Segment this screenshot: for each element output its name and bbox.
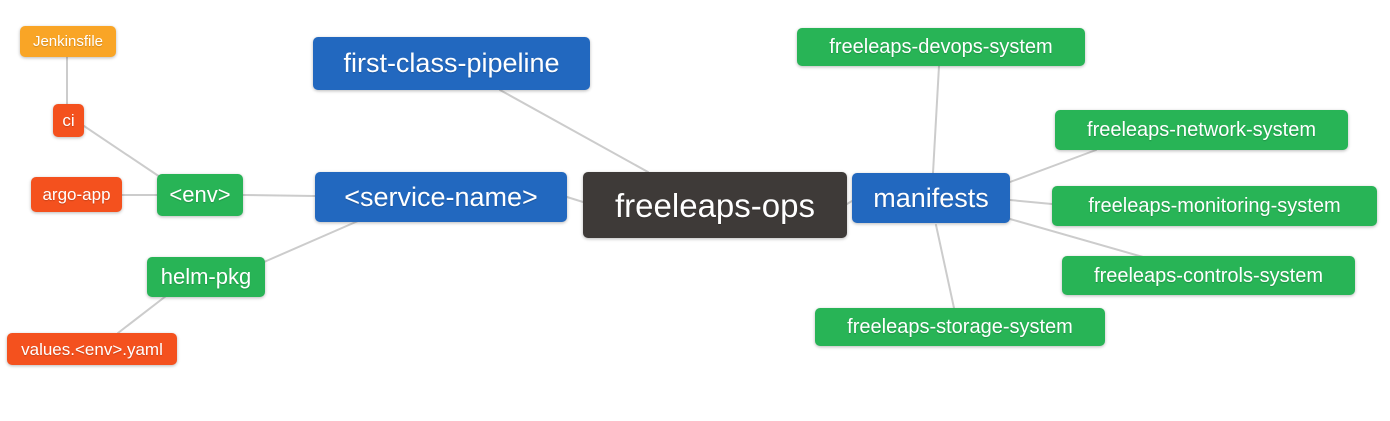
- node-jenkinsfile[interactable]: Jenkinsfile: [20, 26, 116, 57]
- edge-helm-pkg-service-name: [263, 220, 359, 263]
- edge-manifests-freeleaps-devops-system: [932, 65, 940, 174]
- node-values-env-yaml[interactable]: values.<env>.yaml: [7, 333, 177, 365]
- edge-first-class-pipeline-freeleaps-ops: [499, 89, 649, 173]
- node-ci[interactable]: ci: [53, 104, 84, 137]
- node-env[interactable]: <env>: [157, 174, 243, 216]
- node-freeleaps-controls-system[interactable]: freeleaps-controls-system: [1062, 256, 1355, 295]
- node-helm-pkg[interactable]: helm-pkg: [147, 257, 265, 297]
- edge-manifests-freeleaps-storage-system: [935, 224, 955, 309]
- edge-manifests-freeleaps-network-system: [1009, 149, 1097, 183]
- node-service-name[interactable]: <service-name>: [315, 172, 567, 222]
- edge-env-service-name: [242, 194, 316, 197]
- node-freeleaps-network-system[interactable]: freeleaps-network-system: [1055, 110, 1348, 150]
- node-freeleaps-monitoring-system[interactable]: freeleaps-monitoring-system: [1052, 186, 1377, 226]
- edge-service-name-freeleaps-ops: [566, 196, 584, 203]
- node-argo-app[interactable]: argo-app: [31, 177, 122, 212]
- node-manifests[interactable]: manifests: [852, 173, 1010, 223]
- node-first-class-pipeline[interactable]: first-class-pipeline: [313, 37, 590, 90]
- node-freeleaps-storage-system[interactable]: freeleaps-storage-system: [815, 308, 1105, 346]
- node-freeleaps-ops[interactable]: freeleaps-ops: [583, 172, 847, 238]
- edge-values-env-yaml-helm-pkg: [117, 295, 167, 334]
- edge-manifests-freeleaps-monitoring-system: [1009, 199, 1053, 205]
- edge-ci-env: [83, 125, 164, 180]
- node-freeleaps-devops-system[interactable]: freeleaps-devops-system: [797, 28, 1085, 66]
